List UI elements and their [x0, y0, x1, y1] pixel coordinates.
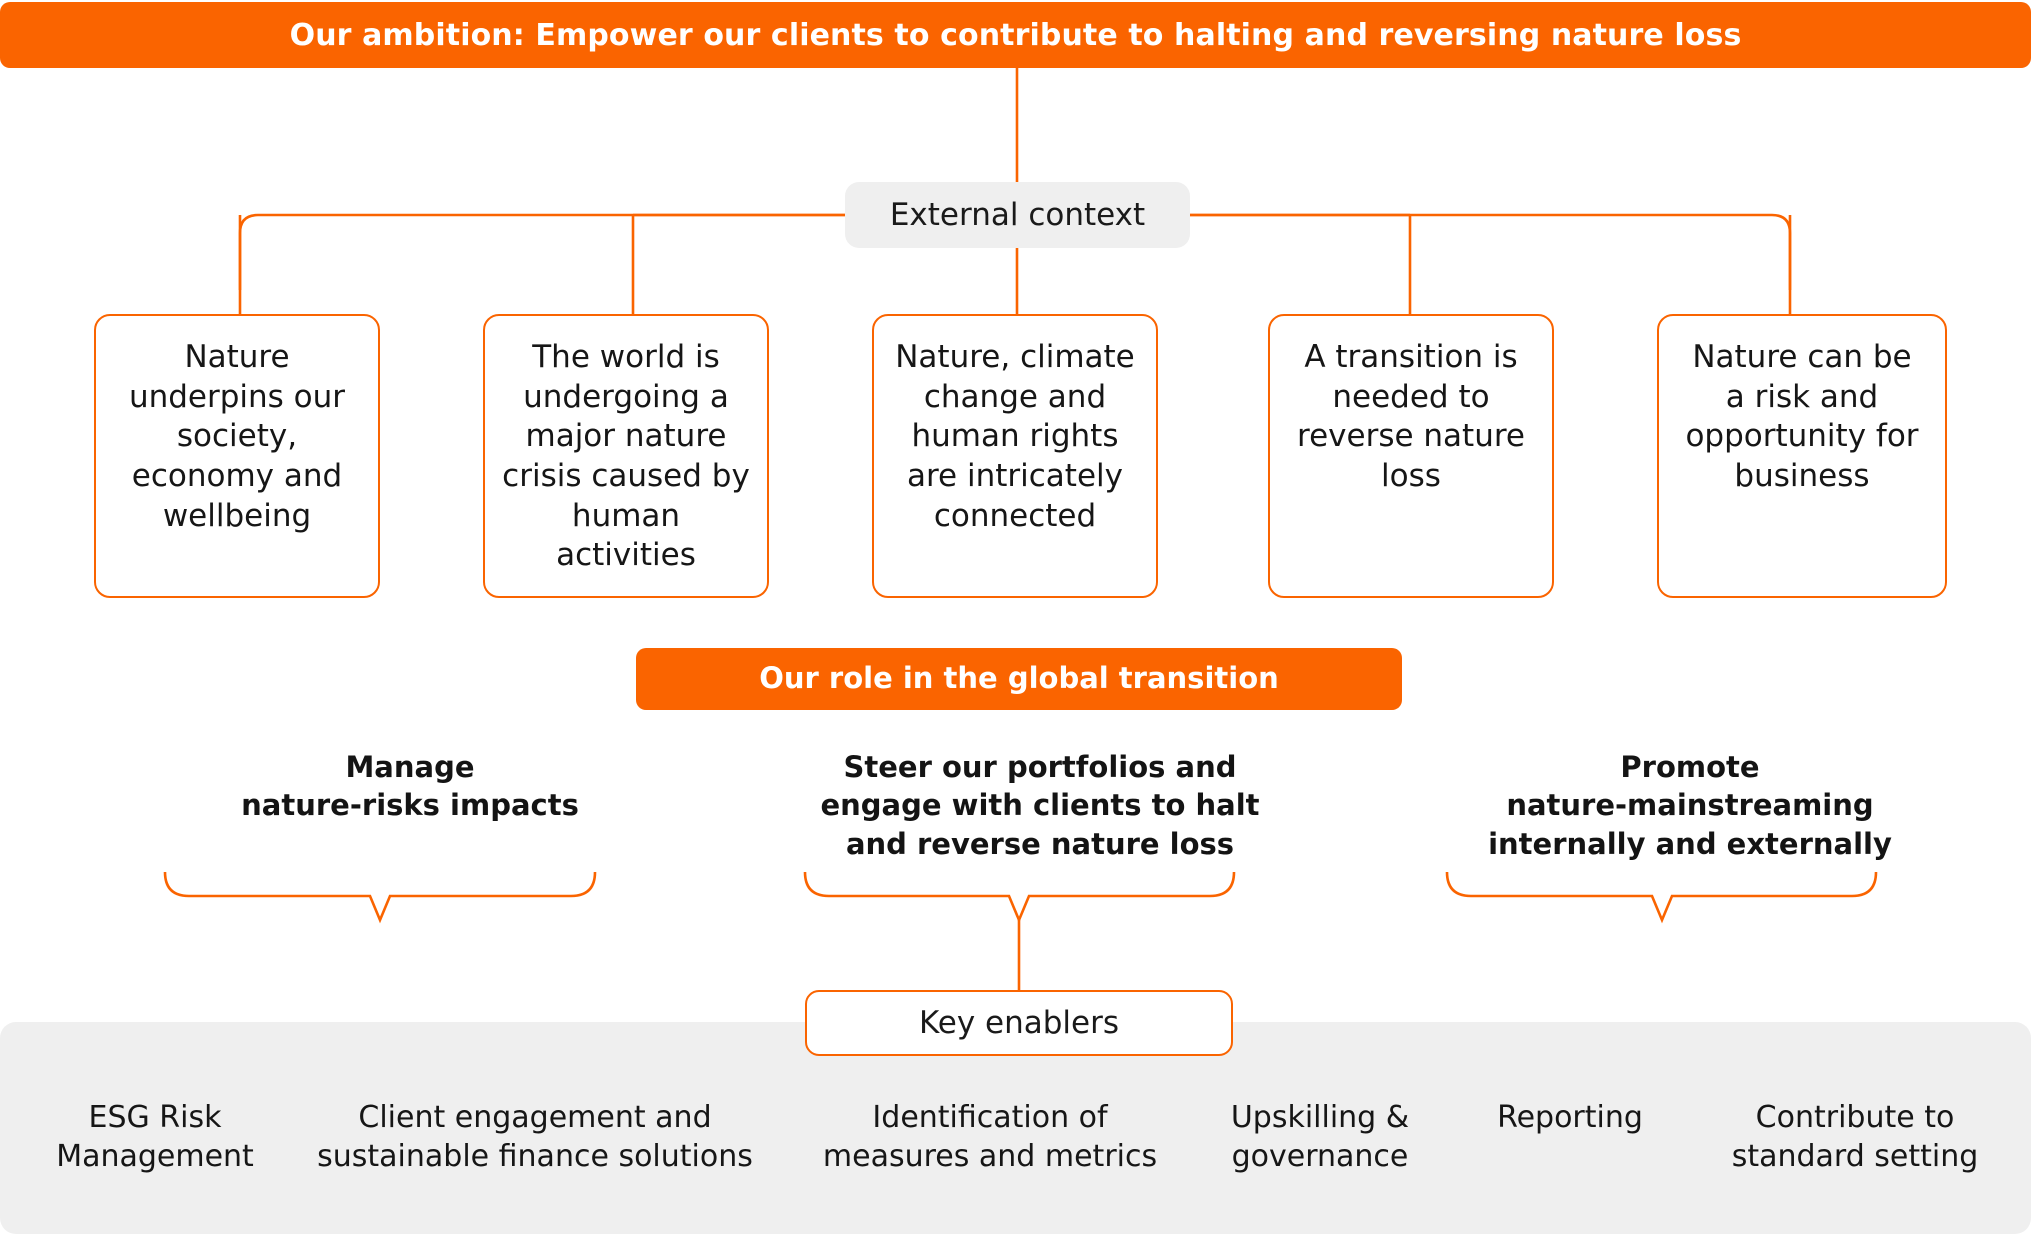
- role-banner-label: Our role in the global transition: [759, 661, 1279, 696]
- context-box-label: Nature can be a risk and opportunity for…: [1685, 339, 1919, 495]
- bracket-steer: [803, 871, 1236, 924]
- context-box-label: Nature, climate change and human rights …: [895, 339, 1135, 534]
- bracket-promote: [1445, 871, 1878, 924]
- context-box-label: The world is undergoing a major nature c…: [502, 339, 750, 574]
- enabler-identification-of-measures: Identification of measures and metrics: [790, 1098, 1190, 1176]
- enabler-label: Reporting: [1497, 1100, 1643, 1135]
- connector-bar-left: [238, 213, 845, 290]
- enabler-label: Identification of measures and metrics: [822, 1100, 1158, 1174]
- context-box-risk-and-opportunity: Nature can be a risk and opportunity for…: [1657, 314, 1947, 598]
- enabler-esg-risk-management: ESG Risk Management: [20, 1098, 290, 1176]
- enabler-client-engagement: Client engagement and sustainable financ…: [300, 1098, 770, 1176]
- key-enablers-label: Key enablers: [918, 1004, 1120, 1041]
- enabler-upskilling-governance: Upskilling & governance: [1205, 1098, 1435, 1176]
- context-box-nature-crisis: The world is undergoing a major nature c…: [483, 314, 769, 598]
- bracket-manage: [163, 871, 597, 924]
- key-enablers-pill: Key enablers: [805, 990, 1233, 1056]
- role-pillar-label: Promote nature-mainstreaming internally …: [1488, 750, 1892, 861]
- role-pillar-steer: Steer our portfolios and engage with cli…: [790, 748, 1290, 863]
- ambition-banner: Our ambition: Empower our clients to con…: [0, 2, 2031, 68]
- role-pillar-label: Manage nature-risks impacts: [241, 750, 579, 823]
- context-box-climate-human-rights: Nature, climate change and human rights …: [872, 314, 1158, 598]
- role-banner: Our role in the global transition: [636, 648, 1402, 710]
- role-pillar-manage: Manage nature-risks impacts: [150, 748, 670, 825]
- role-pillar-label: Steer our portfolios and engage with cli…: [820, 750, 1260, 861]
- context-box-transition-needed: A transition is needed to reverse nature…: [1268, 314, 1554, 598]
- enabler-label: Contribute to standard setting: [1731, 1100, 1979, 1174]
- context-box-label: Nature underpins our society, economy an…: [128, 339, 346, 534]
- enabler-label: Client engagement and sustainable financ…: [317, 1100, 753, 1174]
- connector-bar-right: [1190, 213, 1792, 290]
- external-context-pill: External context: [845, 182, 1190, 248]
- context-box-label: A transition is needed to reverse nature…: [1297, 339, 1525, 495]
- ambition-label: Our ambition: Empower our clients to con…: [289, 17, 1742, 53]
- context-box-nature-underpins: Nature underpins our society, economy an…: [94, 314, 380, 598]
- external-context-label: External context: [889, 196, 1146, 233]
- enabler-contribute-to-standard-setting: Contribute to standard setting: [1700, 1098, 2010, 1176]
- key-enablers-band: [0, 1022, 2031, 1234]
- role-pillar-promote: Promote nature-mainstreaming internally …: [1440, 748, 1940, 863]
- enabler-reporting: Reporting: [1455, 1098, 1685, 1137]
- enabler-label: ESG Risk Management: [56, 1100, 254, 1174]
- enabler-label: Upskilling & governance: [1230, 1100, 1410, 1174]
